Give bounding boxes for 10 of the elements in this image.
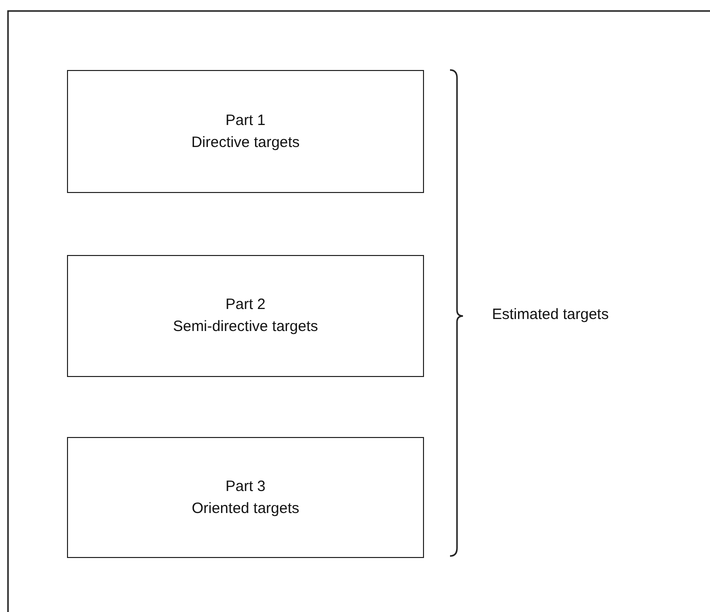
box-heading: Part 3 <box>225 476 266 496</box>
box-heading: Part 1 <box>225 110 266 130</box>
process-box <box>67 255 424 377</box>
brace-label: Estimated targets <box>492 306 609 323</box>
process-box <box>67 70 424 193</box>
box-text: Semi-directive targets <box>172 317 318 337</box>
box-heading: Part 2 <box>225 295 266 315</box>
process-box <box>67 437 424 558</box>
box-text: Oriented targets <box>192 498 300 518</box>
box-text: Directive targets <box>191 132 300 152</box>
